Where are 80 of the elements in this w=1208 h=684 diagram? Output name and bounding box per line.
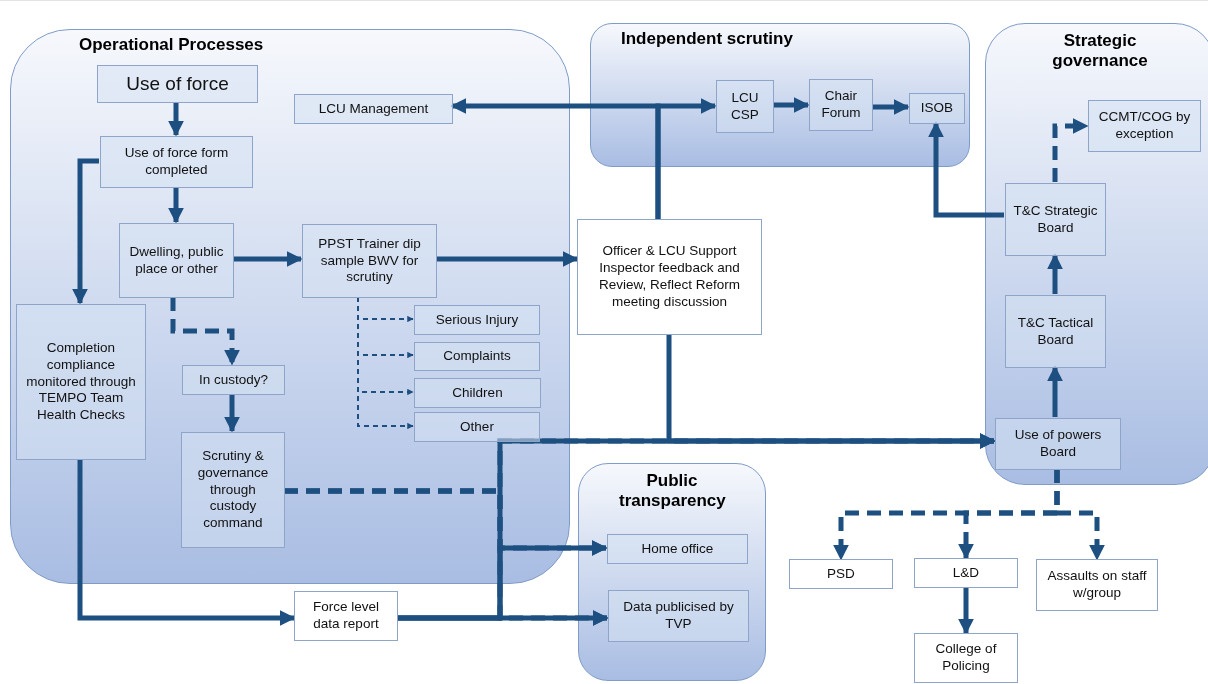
arrow xyxy=(436,251,579,267)
process-box xyxy=(607,534,748,564)
process-box xyxy=(809,79,873,131)
box-label: PSD xyxy=(827,565,855,583)
process-box xyxy=(914,558,1018,588)
box-label: Force level data report xyxy=(312,599,380,633)
group-panel xyxy=(985,23,1208,485)
box-label: Other xyxy=(460,418,494,436)
box-label: T&C Strategic Board xyxy=(1012,202,1099,237)
process-box xyxy=(1036,559,1158,611)
arrow xyxy=(72,158,99,305)
arrow xyxy=(284,488,609,626)
process-box xyxy=(97,65,258,103)
box-label: Assaults on staff w/group xyxy=(1046,568,1148,602)
group-panel xyxy=(10,29,570,584)
box-label: LCU CSP xyxy=(730,89,760,124)
box-label: Officer & LCU Support Inspector feedback and Review, Reflect Reform meeting discussion xyxy=(597,243,741,311)
process-box xyxy=(294,94,453,124)
group-title: Independent scrutiny xyxy=(620,29,793,50)
arrow xyxy=(77,459,296,626)
box-label: Completion compliance monitored through TEMPO Team Health Checks xyxy=(25,339,137,425)
box-label: LCU Management xyxy=(318,100,429,118)
arrow xyxy=(655,98,717,219)
process-box xyxy=(302,224,437,298)
arrow xyxy=(170,297,240,366)
process-box xyxy=(608,590,749,642)
process-box xyxy=(100,136,253,188)
box-label: Serious Injury xyxy=(435,311,519,329)
box-label: In custody? xyxy=(198,371,268,389)
process-box xyxy=(414,305,540,335)
arrow xyxy=(168,102,184,137)
process-box xyxy=(414,378,541,408)
group-panel xyxy=(590,23,970,167)
process-box xyxy=(1088,100,1201,152)
process-box xyxy=(294,591,398,641)
box-label: T&C Tactical Board xyxy=(1016,314,1095,349)
arrow xyxy=(1052,118,1089,182)
arrow xyxy=(872,99,910,115)
group-title: Operational Processes xyxy=(78,35,264,56)
process-box xyxy=(789,559,893,589)
process-box xyxy=(1005,183,1106,256)
arrow xyxy=(1047,365,1063,417)
process-box xyxy=(182,365,285,395)
process-box xyxy=(909,93,965,124)
arrow xyxy=(773,97,810,113)
box-label: PPST Trainer dip sample BWV for scrutiny xyxy=(317,235,422,287)
box-label: L&D xyxy=(952,564,980,582)
box-label: Scrutiny & governance through custody command xyxy=(196,447,270,533)
box-label: Home office xyxy=(641,540,714,558)
group-title: Public transparency xyxy=(618,470,727,512)
arrow xyxy=(224,394,240,433)
box-label: ISOB xyxy=(920,100,954,117)
arrow xyxy=(233,251,303,267)
box-label: Use of force xyxy=(126,72,229,96)
process-box xyxy=(414,342,540,371)
box-label: Children xyxy=(452,384,503,402)
box-label: Chair Forum xyxy=(820,88,862,122)
process-box xyxy=(914,633,1018,683)
box-label: Use of force form completed xyxy=(123,145,230,179)
group-title: Strategic governance xyxy=(1051,30,1149,72)
arrow xyxy=(1047,253,1063,294)
arrow xyxy=(928,121,1004,218)
box-label: College of Policing xyxy=(934,641,998,675)
box-label: Data publicised by TVP xyxy=(622,599,735,633)
arrow xyxy=(958,588,974,635)
arrow xyxy=(1054,469,1105,561)
process-box xyxy=(414,412,540,442)
process-box xyxy=(181,432,285,548)
process-box xyxy=(16,304,146,460)
box-label: Complaints xyxy=(443,348,511,365)
process-box xyxy=(119,223,234,298)
process-box xyxy=(577,219,762,335)
box-label: Dwelling, public place or other xyxy=(128,243,225,278)
box-label: CCMT/COG by exception xyxy=(1097,109,1192,143)
box-label: Use of powers Board xyxy=(1013,427,1103,461)
process-box xyxy=(716,80,774,133)
group-panel xyxy=(578,463,766,681)
process-box xyxy=(1005,295,1106,368)
process-box xyxy=(995,418,1121,470)
arrow xyxy=(168,187,184,224)
